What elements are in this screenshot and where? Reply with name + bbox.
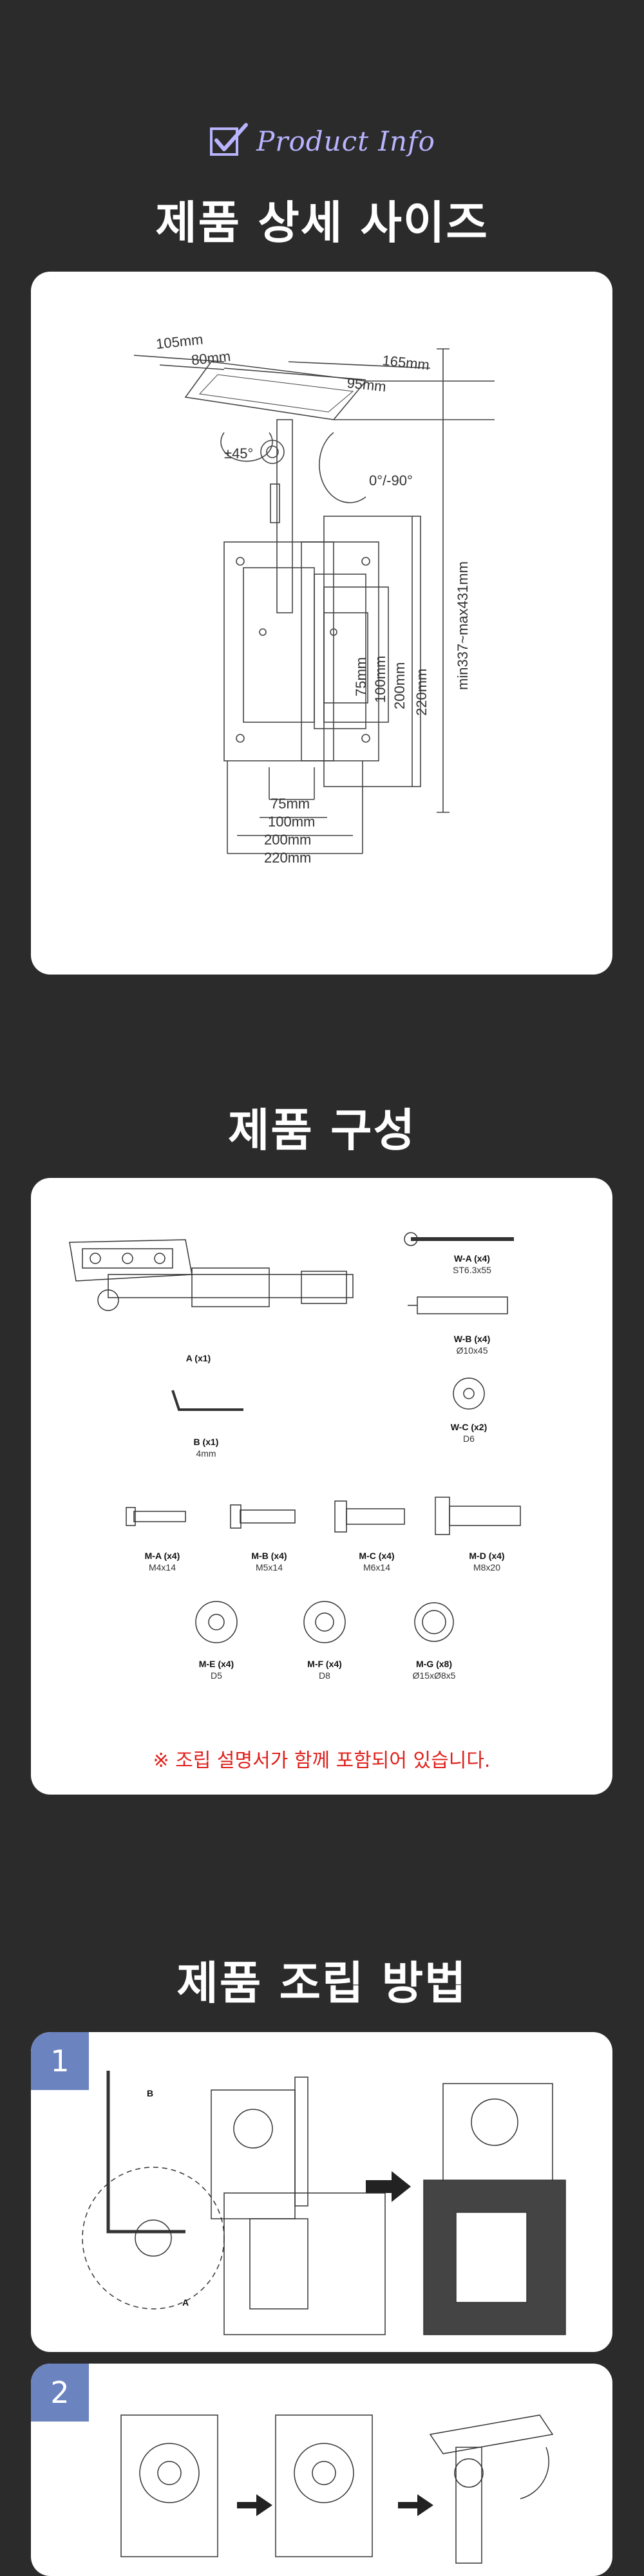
part-wc-sub: D6 <box>463 1433 475 1444</box>
assembly-step-2-diagram <box>120 2414 554 2564</box>
size-diagram: 105mm 80mm 95mm 165mm ±45° 0°/-90° min33… <box>133 331 495 866</box>
parts-card: A (x1) W-A (x4) ST6.3x55 W-B (x4) Ø10x45… <box>31 1178 612 1795</box>
part-md-label: M-D (x4) <box>469 1551 504 1561</box>
dim-v200: 200mm <box>392 662 408 709</box>
brand-text: Product Info <box>256 125 435 157</box>
part-wc-label: W-C (x2) <box>451 1422 488 1432</box>
next-arrow-icon <box>366 2171 411 2202</box>
part-wb-label: W-B (x4) <box>454 1334 491 1344</box>
dim-v220: 220mm <box>413 669 430 716</box>
part-b-label: B (x1) <box>194 1437 219 1447</box>
part-me-sub: D5 <box>211 1670 222 1681</box>
dim-h100: 100mm <box>268 814 315 830</box>
brand-header: Product Info <box>0 122 644 160</box>
step-number-badge: 2 <box>31 2364 89 2422</box>
dim-rotate-90: 0°/-90° <box>369 472 413 489</box>
part-ma-label: M-A (x4) <box>145 1551 180 1561</box>
part-a-label: A (x1) <box>186 1353 211 1363</box>
assembly-step-1-card: 1 B A <box>31 2032 612 2352</box>
checkbox-logo-icon <box>209 122 250 160</box>
part-mg-label: M-G (x8) <box>416 1659 452 1669</box>
part-wa-sub: ST6.3x55 <box>453 1265 491 1275</box>
part-mc-label: M-C (x4) <box>359 1551 394 1561</box>
part-mf-sub: D8 <box>319 1670 330 1681</box>
dim-165: 165mm <box>381 352 430 373</box>
dim-80: 80mm <box>191 348 231 368</box>
assembly-step-1-diagram: B A <box>82 2071 566 2335</box>
next-arrow-icon <box>398 2494 433 2516</box>
parts-diagram: A (x1) W-A (x4) ST6.3x55 W-B (x4) Ø10x45… <box>69 1232 521 1681</box>
part-b-sub: 4mm <box>196 1448 216 1459</box>
part-wb-sub: Ø10x45 <box>456 1345 488 1356</box>
dim-rotate-45: ±45° <box>224 445 253 462</box>
step-number-badge: 1 <box>31 2032 89 2090</box>
step-1-label-a: A <box>182 2297 189 2308</box>
part-me-label: M-E (x4) <box>199 1659 234 1669</box>
part-wa-label: W-A (x4) <box>454 1253 490 1264</box>
dim-105: 105mm <box>155 331 204 352</box>
dim-h200: 200mm <box>264 832 311 848</box>
dim-height: min337~max431mm <box>455 561 471 690</box>
section-title-parts: 제품 구성 <box>228 1104 416 1157</box>
section-title-size: 제품 상세 사이즈 <box>155 196 489 249</box>
part-mf-label: M-F (x4) <box>307 1659 342 1669</box>
part-mg-sub: Ø15xØ8x5 <box>413 1670 456 1681</box>
assembly-step-2-card: 2 <box>31 2364 612 2576</box>
part-ma-sub: M4x14 <box>149 1562 176 1573</box>
part-mb-sub: M5x14 <box>256 1562 283 1573</box>
section-title-assembly: 제품 조립 방법 <box>176 1957 468 2010</box>
manual-included-note: ※ 조립 설명서가 함께 포함되어 있습니다. <box>153 1750 491 1772</box>
part-md-sub: M8x20 <box>473 1562 500 1573</box>
size-diagram-card: 105mm 80mm 95mm 165mm ±45° 0°/-90° min33… <box>31 272 612 975</box>
dim-v100: 100mm <box>372 656 388 703</box>
part-mc-sub: M6x14 <box>363 1562 390 1573</box>
dim-h220: 220mm <box>264 850 311 866</box>
next-arrow-icon <box>237 2494 272 2516</box>
dim-h75: 75mm <box>270 796 310 812</box>
dim-v75: 75mm <box>353 657 369 696</box>
step-1-label-b: B <box>147 2088 153 2098</box>
part-mb-label: M-B (x4) <box>251 1551 287 1561</box>
